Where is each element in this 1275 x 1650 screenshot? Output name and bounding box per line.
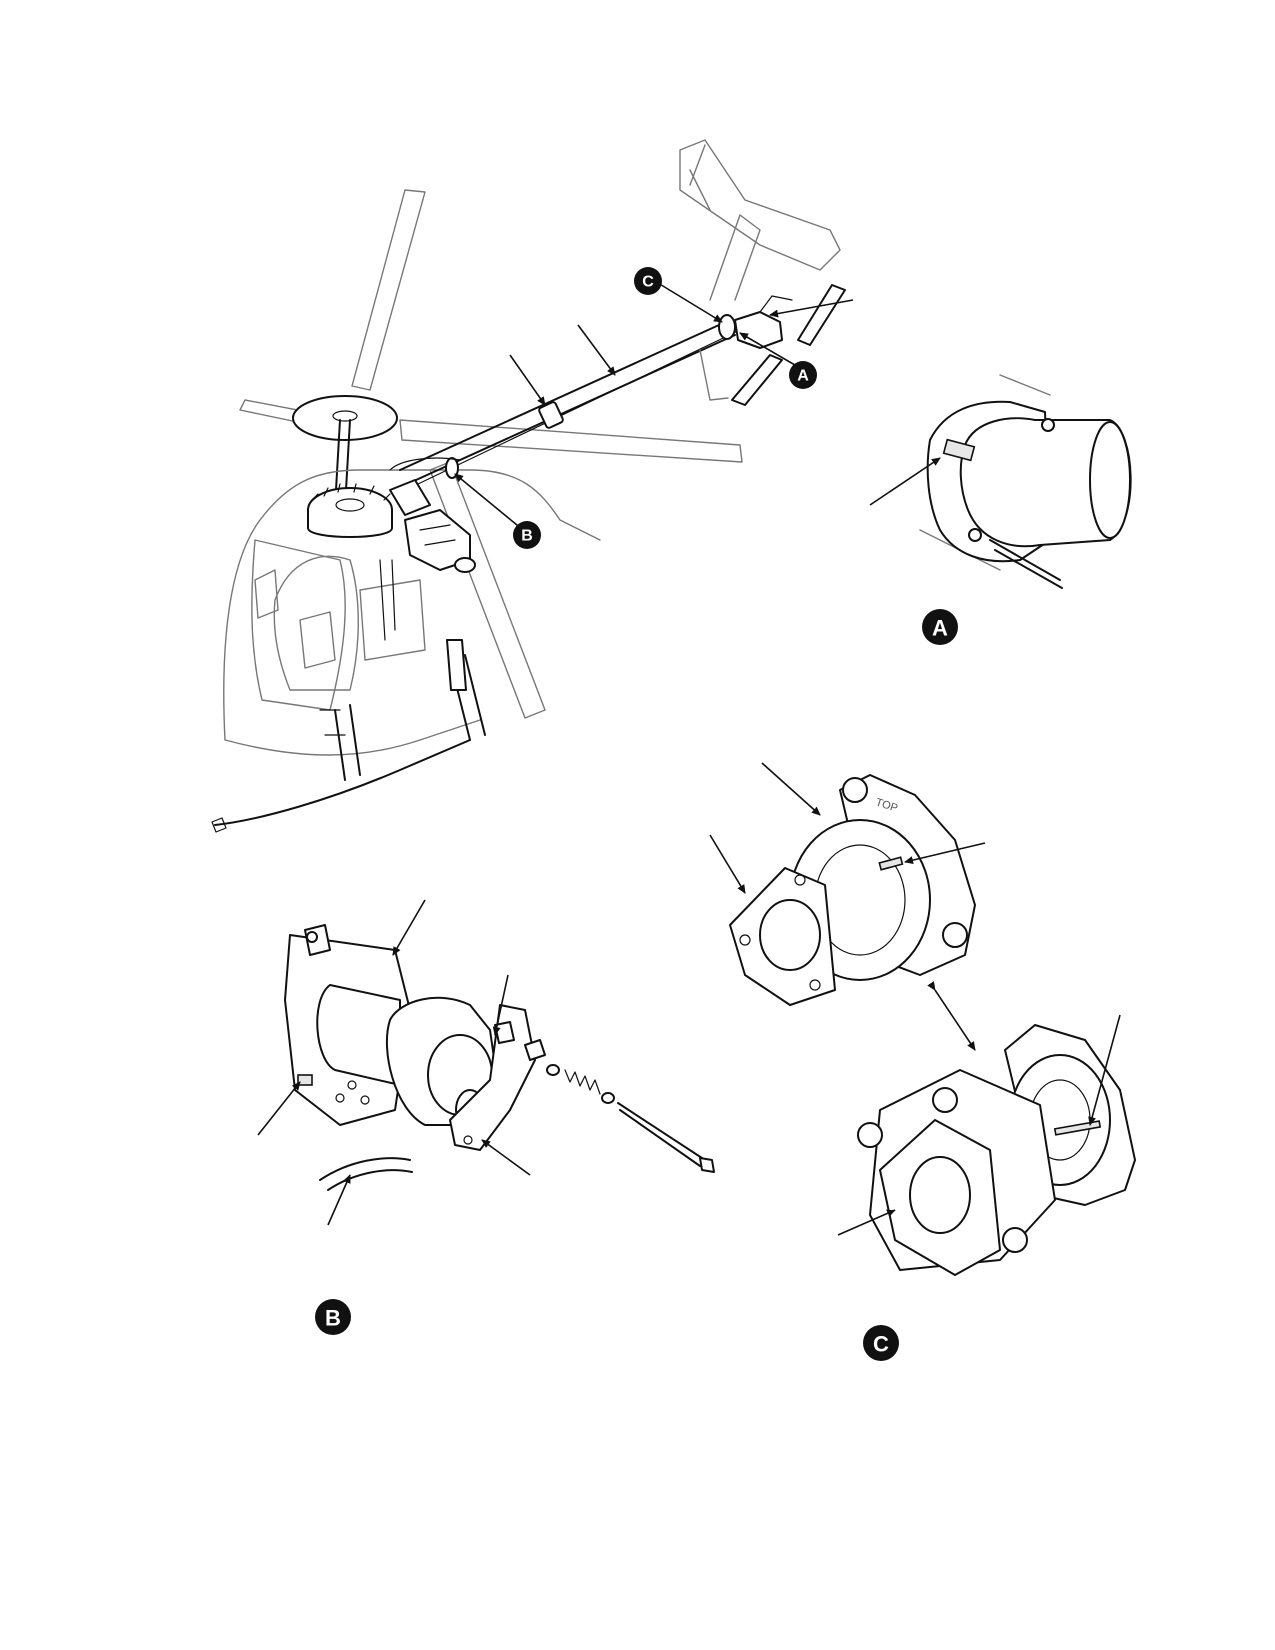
callout-c-main-label: C — [642, 274, 654, 291]
callout-a-main: A — [789, 361, 817, 389]
tail-boom-upper — [399, 319, 731, 471]
detail-b-cylinder — [316, 984, 401, 1086]
detail-b-leader-clamp — [481, 1139, 531, 1176]
leader-gearbox — [769, 299, 854, 318]
detail-c: TOP — [709, 762, 1136, 1276]
callout-a-main-label: A — [797, 368, 809, 385]
stabilizer-endplate — [689, 144, 711, 211]
cabin-window-2 — [359, 579, 426, 661]
detail-a-bolt-lower — [968, 528, 982, 542]
leader-b — [454, 473, 524, 531]
transmission-area — [307, 457, 476, 641]
callout-b-detail: B — [315, 1299, 351, 1335]
detail-b-clamp — [449, 1004, 536, 1151]
rotor-blade-lower — [429, 461, 546, 719]
rotor-hub-disc — [292, 395, 398, 441]
detail-c-connection-arrow — [927, 981, 976, 1051]
detail-a-slippage-mark — [942, 438, 976, 462]
detail-b-bushing — [524, 1039, 546, 1061]
landing-skid — [214, 739, 471, 826]
tail-rotor-blade-upper — [797, 284, 846, 346]
detail-c-lower-bolt-3 — [1002, 1227, 1028, 1253]
detail-b-slippage-mark — [297, 1074, 313, 1086]
detail-a-leader — [869, 457, 941, 506]
rotor-blade-aft — [351, 189, 426, 391]
callout-b-main-label: B — [521, 528, 533, 545]
detail-b-washer-2 — [601, 1092, 615, 1104]
leader-tail-boom — [577, 324, 616, 376]
coupling-b-location — [445, 457, 459, 479]
cabin-outline — [223, 469, 601, 756]
callout-c-detail: C — [863, 1325, 899, 1361]
rotor-blade-right — [399, 419, 743, 463]
detail-c-leader-lower-adapter — [837, 1209, 896, 1236]
boom-bearing-hanger — [538, 401, 564, 429]
cabin-window — [273, 555, 359, 691]
detail-c-leader-mark — [904, 842, 986, 865]
detail-b-shaft-arc — [319, 1157, 411, 1181]
skid-tip — [211, 817, 227, 833]
detail-a — [869, 374, 1132, 589]
callout-b-detail-label: B — [325, 1306, 341, 1331]
leader-a — [739, 332, 801, 369]
gearbox-fitting — [759, 295, 793, 313]
detail-a-context-top — [999, 374, 1051, 396]
rotor-mast — [335, 419, 351, 491]
detail-b-leader-stud — [492, 974, 509, 1036]
detail-b-leader-mark — [257, 1081, 301, 1136]
step — [319, 709, 346, 736]
detail-c-lower-adapter-bore — [909, 1156, 971, 1234]
vertical-stabilizer — [699, 214, 761, 401]
detail-c-upper-adapter-bore — [759, 899, 821, 971]
damper — [446, 639, 467, 691]
detail-c-lower-bolt-2 — [932, 1087, 958, 1113]
detail-c-upper-slippage-mark — [878, 856, 904, 871]
detail-c-upper-bolt-1 — [842, 777, 868, 803]
detail-c-upper-bolt-2 — [942, 922, 968, 948]
detail-c-lower-bolt-1 — [857, 1122, 883, 1148]
detail-b-bolt-head — [699, 1157, 715, 1173]
leader-c — [657, 282, 723, 323]
coupling-c-location — [718, 314, 736, 340]
tail-gearbox — [734, 311, 783, 349]
detail-a-tube-end — [1089, 421, 1131, 539]
cabin-seat — [254, 569, 336, 669]
skid-strut-front — [334, 704, 361, 781]
detail-b — [257, 899, 715, 1226]
detail-b-leader-plate — [392, 899, 426, 956]
callout-c-main: C — [634, 267, 662, 295]
callout-b-main: B — [513, 521, 541, 549]
helicopter-overview — [211, 139, 846, 833]
detail-a-bolt-upper — [1041, 418, 1055, 432]
detail-b-leader-shaft — [327, 1174, 351, 1226]
detail-b-washer-1 — [546, 1064, 560, 1076]
detail-b-bolt-shank — [617, 1102, 706, 1167]
horizontal-stabilizer — [679, 139, 841, 271]
detail-a-shaft — [989, 539, 1063, 589]
detail-c-leader-disc — [761, 762, 821, 816]
callout-c-detail-label: C — [873, 1332, 889, 1357]
detail-c-leader-adapter — [709, 834, 746, 894]
tail-rotor-blade-lower — [731, 354, 783, 406]
rotor-hub-cap — [332, 410, 358, 422]
detail-c-leader-lower-mark — [1088, 1014, 1121, 1126]
callout-a-detail: A — [922, 609, 958, 645]
callout-a-detail-label: A — [932, 616, 948, 641]
main-view-leaders — [454, 282, 854, 531]
leader-hanger — [509, 354, 546, 406]
detail-b-spring — [564, 1069, 601, 1095]
